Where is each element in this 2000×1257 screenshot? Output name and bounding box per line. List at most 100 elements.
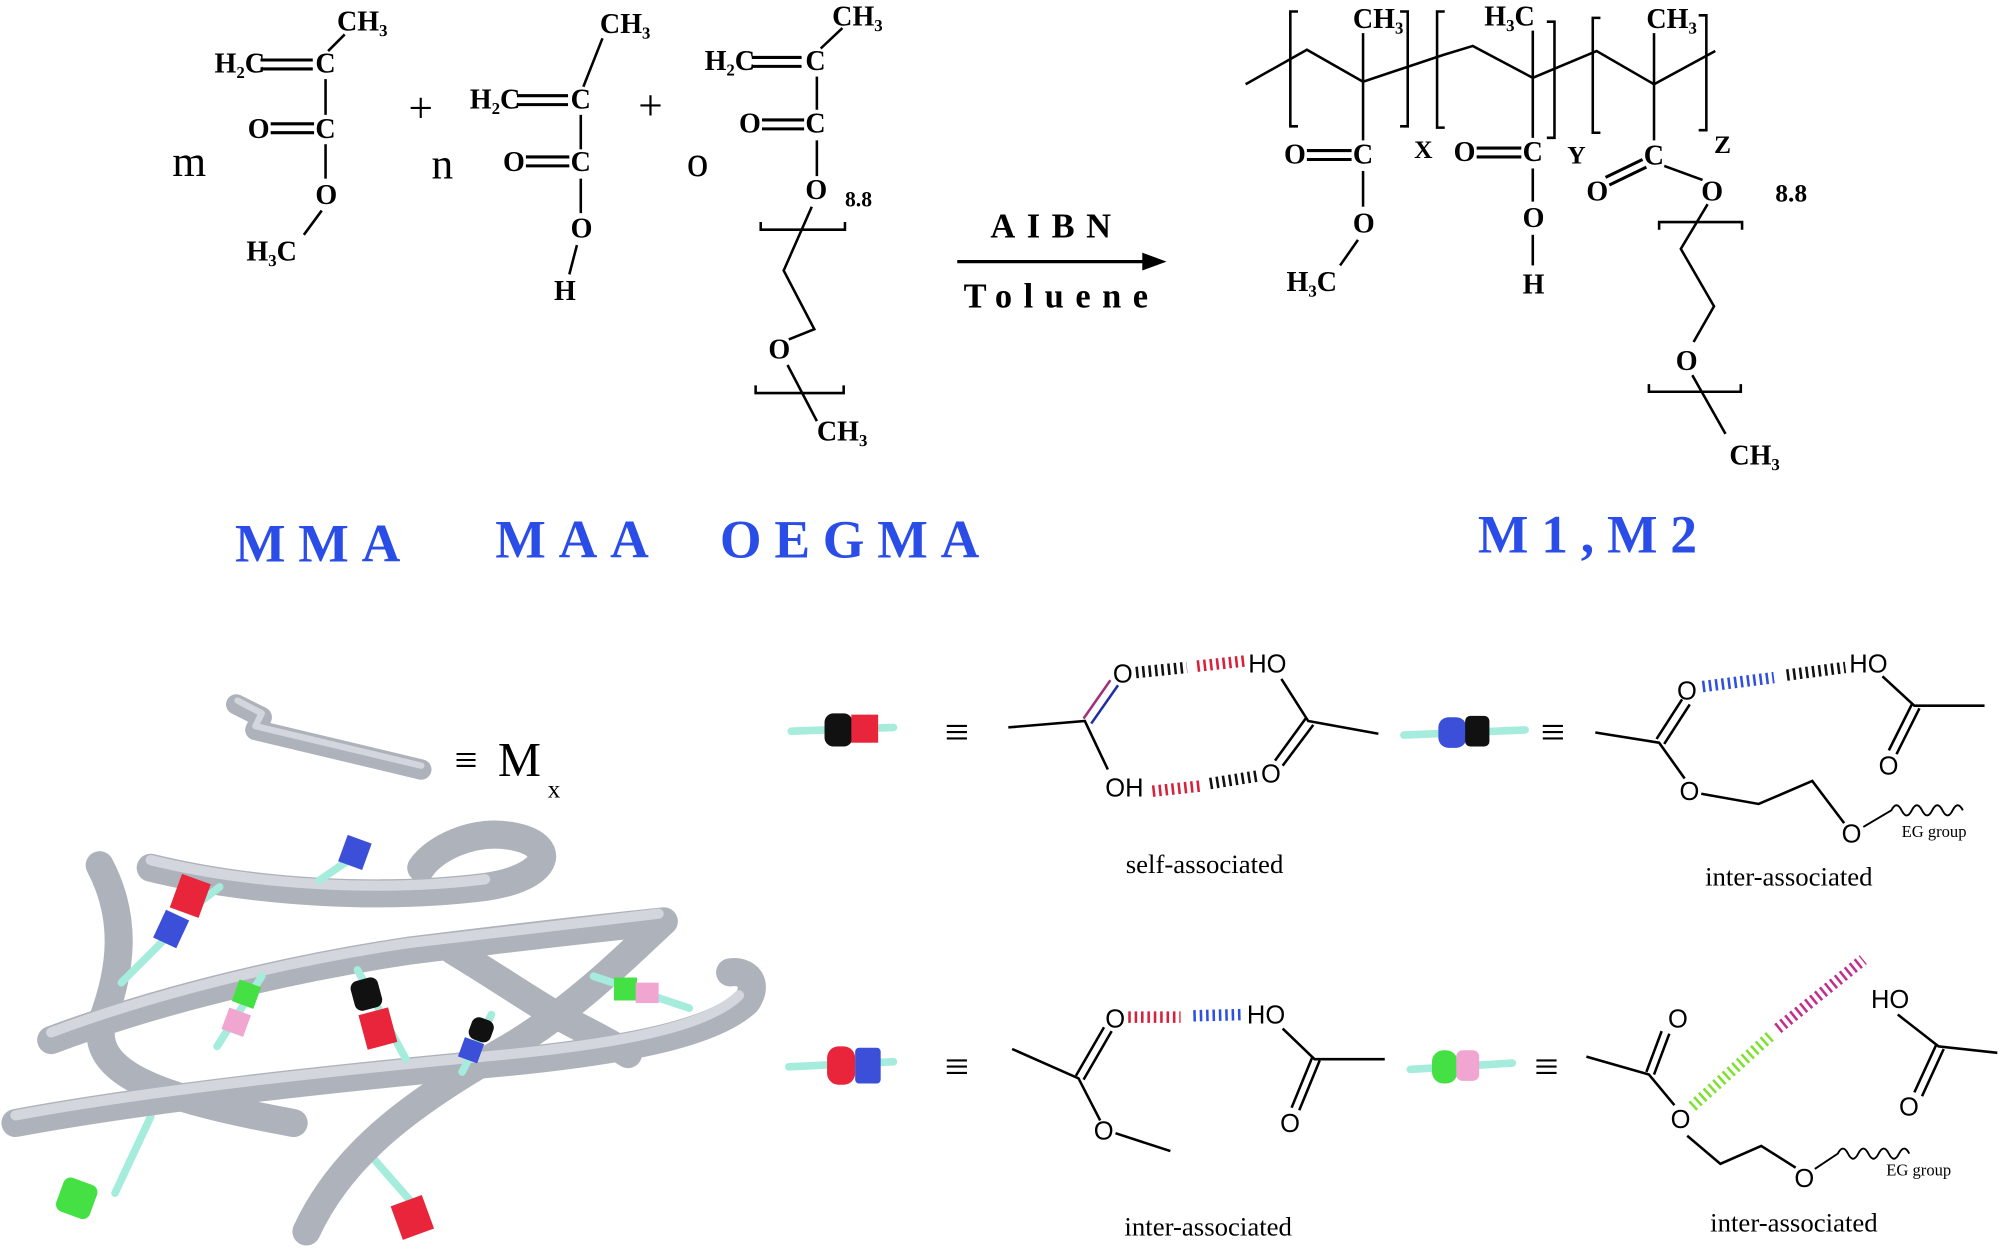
maa-unit-red: [358, 1007, 398, 1050]
equivalent-sign: ≡: [944, 709, 968, 757]
atom-o: O: [1668, 1005, 1688, 1033]
double-bond: [1298, 1059, 1321, 1111]
polymer-rod: [136, 820, 556, 908]
double-bond: [1090, 684, 1120, 725]
double-bond: [1663, 703, 1691, 745]
atom-ch3: CH₃: [1646, 4, 1697, 35]
bond: [1663, 164, 1703, 182]
ethylene-bond: [782, 206, 817, 341]
atom-o: O: [1454, 137, 1476, 168]
bond: [1896, 1013, 1998, 1055]
equivalent-sign: ≡: [1534, 1043, 1558, 1091]
atom-h3c: H₃C: [246, 236, 297, 267]
atom-o: O: [739, 109, 761, 140]
bracket-left: [1591, 16, 1601, 134]
oegma-structure: o CH₃ H₂C C O C O 8.8 O CH₃: [687, 2, 883, 448]
double-bond: [1895, 707, 1921, 755]
atom-o: O: [805, 175, 827, 206]
hydrogen-bond: [1209, 770, 1260, 790]
double-bond: [1273, 717, 1307, 762]
atom-c: C: [315, 114, 335, 145]
repeat-count: 8.8: [1775, 179, 1807, 208]
label-product: M1,M2: [1478, 505, 1710, 565]
atom-h2c: H₂C: [705, 46, 756, 77]
atom-o: O: [1879, 753, 1899, 781]
oegma-unit-blue: [855, 1047, 881, 1084]
coefficient-n: n: [431, 141, 453, 189]
green-unit: [231, 979, 262, 1009]
label-maa: MAA: [495, 510, 661, 570]
reaction-arrow: AIBN Toluene: [957, 207, 1167, 316]
oegma-unit-blue: [153, 909, 190, 949]
caption: inter-associated: [1710, 1207, 1878, 1237]
bracket-right: [1400, 10, 1410, 128]
equivalent-sign: ≡: [1540, 709, 1564, 757]
double-bond: [1655, 698, 1684, 740]
atom-o: O: [1676, 346, 1698, 377]
atom-h: H: [554, 276, 576, 307]
atom-c: C: [1523, 137, 1543, 168]
symbol-m: M: [498, 734, 541, 787]
atom-o: O: [1680, 778, 1700, 806]
polymer-rod: [1, 958, 766, 1138]
atom-o: O: [768, 335, 790, 366]
double-bond: [1887, 703, 1913, 751]
atom-o: O: [1353, 208, 1375, 239]
bracket-left: [1289, 10, 1298, 128]
atom-oh: OH: [1105, 774, 1143, 802]
bond: [1595, 731, 1686, 780]
bracket-left: [1435, 10, 1445, 129]
green-unit: [55, 1177, 98, 1220]
oegma-unit-blue: [338, 834, 372, 871]
atom-h2c: H₂C: [470, 84, 521, 115]
atom-o: O: [1701, 176, 1723, 207]
bond: [1691, 374, 1727, 435]
atom-h2c: H₂C: [215, 49, 266, 80]
pendant-groups: [55, 834, 694, 1240]
mma-structure: m CH₃ H₂C C O C O H₃C: [172, 7, 387, 268]
rod-highlight: [46, 908, 664, 1038]
pink-unit: [1456, 1050, 1480, 1081]
hydrogen-bond: [1196, 655, 1245, 672]
atom-o: O: [1523, 203, 1545, 234]
double-bond: [1652, 1033, 1671, 1075]
atom-c: C: [571, 84, 591, 115]
atom-ch3: CH₃: [600, 9, 651, 40]
side-chain: [366, 1151, 419, 1210]
polymer-rod: [292, 907, 678, 1246]
atom-ch3: CH₃: [1353, 4, 1404, 35]
hydrogen-bond: [1688, 1031, 1774, 1111]
atom-o: O: [1094, 1118, 1114, 1146]
ethylene-bond: [1701, 779, 1846, 824]
green-unit: [613, 977, 637, 1001]
atom-c: C: [805, 46, 825, 77]
wavy-bond: [1862, 804, 1964, 828]
mma-unit-black: [1465, 715, 1490, 747]
atom-c: C: [1644, 141, 1664, 172]
repeat-bracket: [1657, 220, 1744, 230]
atom-o: O: [1677, 677, 1697, 705]
hydrogen-bond: [1193, 1008, 1245, 1022]
rod-highlight: [10, 990, 745, 1121]
oegma-unit-blue: [457, 1037, 485, 1064]
atom-ch3: CH₃: [817, 416, 868, 447]
subscript-z: Z: [1714, 130, 1731, 159]
hydrogen-bond: [1774, 955, 1867, 1034]
atom-o: O: [1280, 1110, 1300, 1138]
hydrogen-bond: [1151, 780, 1201, 797]
hydrogen-bond: [1135, 661, 1188, 679]
pink-unit: [635, 982, 659, 1004]
oegma-unit-blue: [1438, 717, 1467, 748]
ethylene-bond: [1686, 1134, 1797, 1169]
double-bond: [1290, 1057, 1314, 1109]
coefficient-o: o: [687, 138, 709, 186]
bond: [1881, 675, 1985, 707]
atom-o: O: [1284, 139, 1306, 170]
subscript-x: x: [548, 775, 561, 804]
double-bond: [1604, 158, 1644, 179]
double-bond: [1645, 1030, 1663, 1073]
bond: [1586, 1055, 1676, 1106]
bond: [1281, 1027, 1385, 1061]
atom-ch3: CH₃: [1729, 441, 1780, 472]
